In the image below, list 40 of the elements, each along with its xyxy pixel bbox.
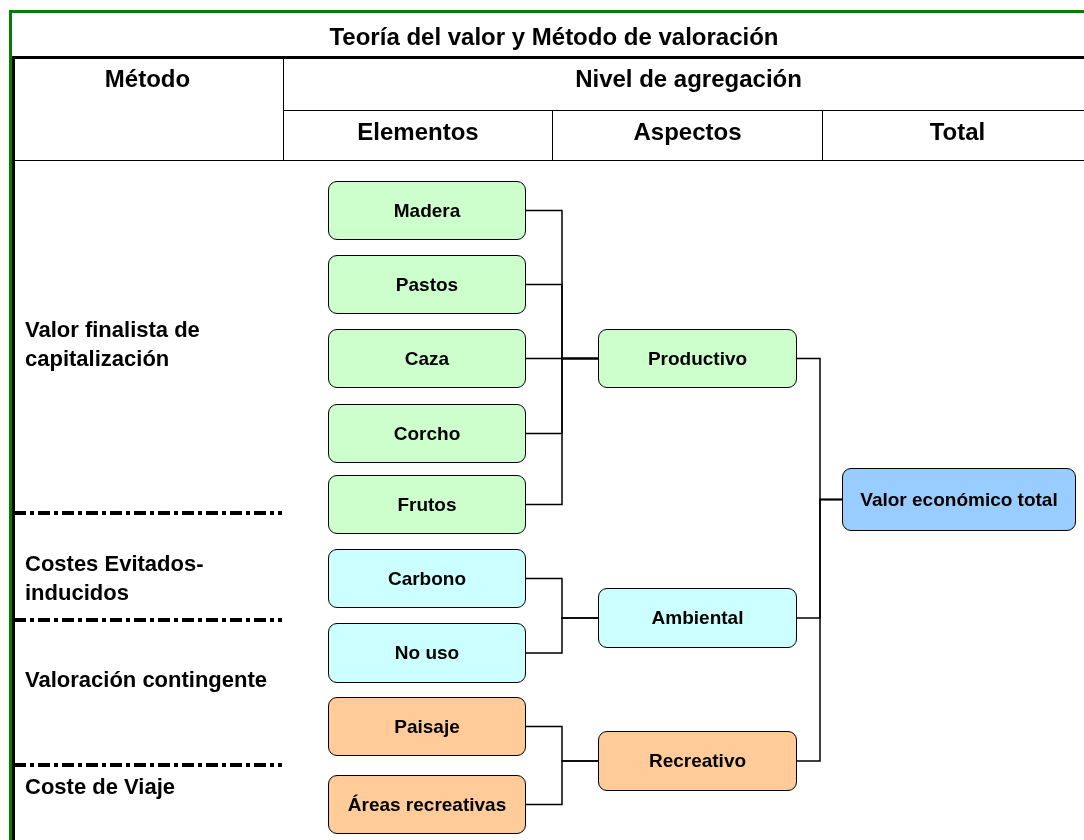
rounded-box (842, 468, 1076, 531)
rounded-box (328, 329, 526, 388)
box-label: Caza (404, 347, 450, 370)
diagram-title: Teoría del valor y Método de valoración (328, 22, 780, 52)
box-label: Pastos (395, 273, 459, 296)
method-label: Coste de Viaje (25, 773, 176, 801)
box-label: Productivo (647, 347, 748, 370)
rounded-box (328, 549, 526, 608)
box-label: Ambiental (651, 607, 744, 629)
box-label: No uso (394, 642, 460, 664)
box-label: Áreas recreativas (347, 793, 507, 816)
rounded-box (328, 775, 526, 834)
column-header: Método (104, 65, 191, 94)
connector-line (525, 617, 599, 654)
rounded-box (598, 731, 797, 791)
box-label: Carbono (387, 567, 467, 590)
connector-line (525, 760, 599, 806)
rounded-box (328, 697, 526, 756)
box-label: Recreativo (648, 750, 747, 772)
connector-line (525, 357, 599, 506)
connector-line (796, 498, 843, 762)
column-header: Total (929, 118, 986, 147)
rounded-box (328, 475, 526, 534)
rounded-box (598, 588, 797, 648)
box-label: Madera (393, 199, 461, 222)
rounded-box (328, 623, 526, 683)
column-header: Nivel de agregación (575, 65, 802, 94)
column-header: Aspectos (633, 118, 742, 147)
box-label: Paisaje (394, 715, 460, 738)
box-label: Corcho (393, 422, 461, 445)
rounded-box (328, 404, 526, 463)
rounded-box (328, 255, 526, 314)
box-label: Valor económico total (860, 488, 1058, 511)
method-label: Valor finalista de capitalización (25, 316, 201, 373)
rounded-box (598, 329, 797, 388)
column-header: Elementos (357, 118, 479, 147)
method-label: Valoración contingente (25, 666, 269, 694)
method-label: Costes Evitados-inducidos (25, 550, 205, 607)
box-label: Frutos (397, 493, 457, 516)
rounded-box (328, 181, 526, 240)
